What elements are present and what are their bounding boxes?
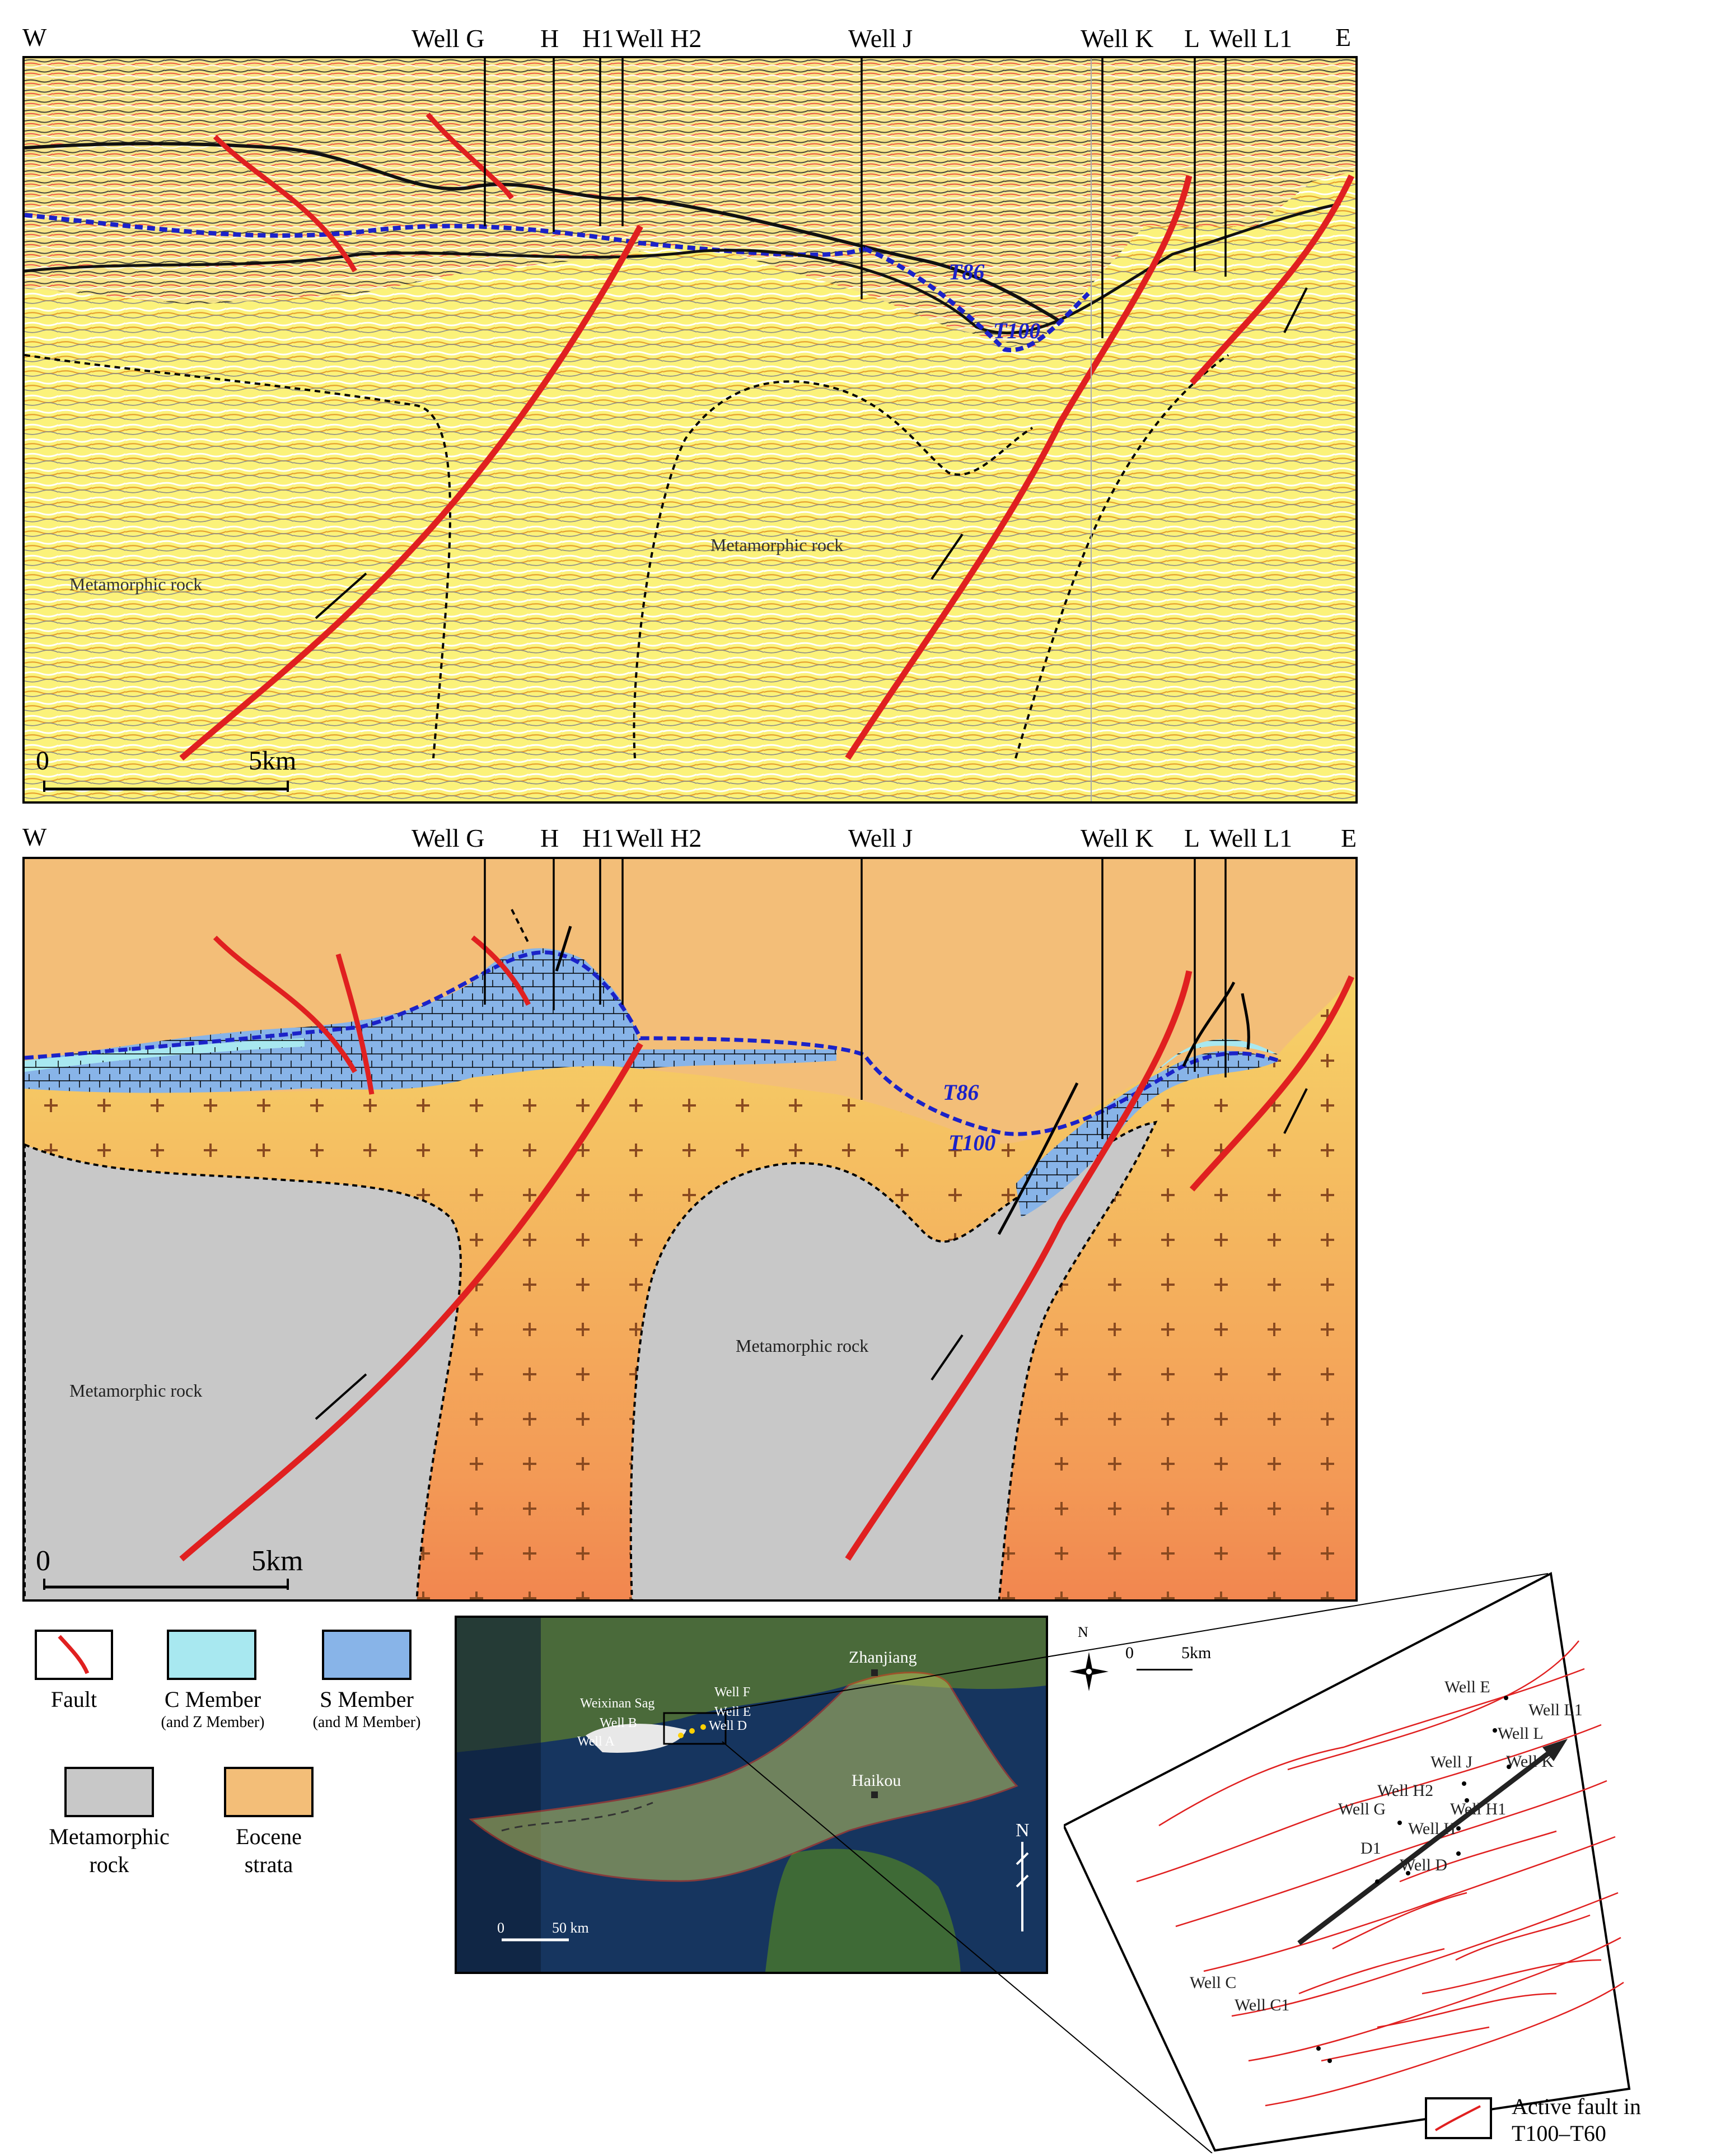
well-h-label: H <box>540 24 559 53</box>
sat-well-b: Well B <box>600 1716 637 1730</box>
fm-well-h: Well H <box>1408 1819 1456 1838</box>
well-j-label: Well J <box>848 24 913 53</box>
seismic-image: T86 T100 Metamorphic rock Metamorphic ro… <box>25 58 1355 801</box>
legend-eocene-2: strata <box>244 1852 293 1877</box>
geologic-section: T86 T100 Metamorphic rock Metamo <box>22 857 1358 1602</box>
seismic-scale-zero: 0 <box>36 746 49 776</box>
legend-c-member-swatch <box>167 1630 256 1680</box>
sat-north-label: N <box>1016 1820 1030 1841</box>
compass-rose-icon <box>1064 1646 1114 1697</box>
geo-well-l-label: L <box>1184 824 1200 852</box>
well-h2-label: Well H2 <box>616 24 702 53</box>
geo-well-g-label: Well G <box>412 824 485 852</box>
satellite-map: Zhanjiang Haikou Weixinan Sag Well F Wel… <box>455 1616 1048 1974</box>
well-l1-label: Well L1 <box>1209 24 1293 53</box>
legend-s-member-sub: (and M Member) <box>312 1714 421 1731</box>
geo-t100-label: T100 <box>948 1130 995 1155</box>
fm-well-e: Well E <box>1444 1678 1490 1696</box>
fm-d1: D1 <box>1360 1839 1381 1858</box>
geo-meta-mid: Metamorphic rock <box>736 1336 868 1356</box>
geo-t86-label: T86 <box>943 1080 979 1105</box>
legend-fault-label: Fault <box>50 1687 97 1712</box>
seismic-meta-left: Metamorphic rock <box>69 574 202 594</box>
fault-map-svg: Well E Well L1 Well L Well J Well K Well… <box>1062 1571 1631 2152</box>
legend-fault-swatch <box>35 1630 113 1680</box>
seismic-meta-mid: Metamorphic rock <box>710 535 843 555</box>
weixinan-sag-label: Weixinan Sag <box>580 1696 654 1711</box>
fault-map: Well E Well L1 Well L Well J Well K Well… <box>1062 1568 1635 2153</box>
fm-well-c: Well C <box>1190 1973 1236 1992</box>
seismic-section: T86 T100 Metamorphic rock Metamorphic ro… <box>22 56 1358 804</box>
legend-eocene-1: Eocene <box>236 1824 302 1849</box>
east-label: E <box>1335 23 1352 52</box>
fm-well-l: Well L <box>1498 1724 1544 1743</box>
haikou-label: Haikou <box>852 1771 901 1790</box>
geo-well-h-label: H <box>540 824 559 852</box>
active-fault-legend-line2: T100–T60 <box>1512 2121 1606 2146</box>
compass-n-label: N <box>1078 1624 1088 1640</box>
legend-metamorphic-swatch <box>64 1767 154 1817</box>
sat-scale-50km: 50 km <box>552 1920 589 1936</box>
geo-well-l1-label: Well L1 <box>1209 824 1293 852</box>
active-fault-icon <box>1434 2105 1481 2131</box>
legend-c-member-label: C Member <box>164 1687 261 1712</box>
compass-scale-bar <box>1137 1669 1193 1670</box>
legend-eocene-swatch <box>224 1767 314 1817</box>
fm-well-g: Well G <box>1338 1800 1386 1818</box>
seismic-t86-label: T86 <box>948 259 984 284</box>
geo-east-label: E <box>1341 824 1357 852</box>
fm-well-j: Well J <box>1430 1753 1472 1771</box>
sat-well-a: Well A <box>577 1734 615 1749</box>
fault-line-icon <box>58 1635 90 1674</box>
zhanjiang-label: Zhanjiang <box>849 1648 917 1667</box>
well-h1-label: H1 <box>582 24 614 53</box>
geo-west-label: W <box>22 823 47 851</box>
fm-well-k: Well K <box>1506 1752 1554 1771</box>
active-fault-legend-swatch <box>1425 2097 1492 2139</box>
legend-c-member-sub: (and Z Member) <box>161 1714 265 1731</box>
legend-meta-2: rock <box>89 1852 129 1877</box>
well-k-label: Well K <box>1081 24 1154 53</box>
fm-well-h2: Well H2 <box>1377 1781 1433 1800</box>
geo-well-k-label: Well K <box>1081 824 1154 852</box>
sat-scale-zero: 0 <box>497 1920 504 1936</box>
legend-s-member-swatch <box>322 1630 412 1680</box>
compass-scale-zero: 0 <box>1125 1644 1134 1662</box>
active-fault-legend-line1: Active fault in <box>1512 2094 1642 2119</box>
legend-s-member-label: S Member <box>320 1687 414 1712</box>
seismic-t100-label: T100 <box>993 318 1040 343</box>
geo-scale-zero: 0 <box>36 1545 50 1577</box>
geo-well-j-label: Well J <box>848 824 913 852</box>
fm-well-h1: Well H1 <box>1450 1800 1506 1818</box>
satellite-image: Zhanjiang Haikou Weixinan Sag Well F Wel… <box>457 1618 1046 1972</box>
fm-well-d: Well D <box>1400 1856 1447 1874</box>
well-g-label: Well G <box>412 24 485 53</box>
legend-meta-1: Metamorphic <box>49 1824 170 1849</box>
geo-well-h1-label: H1 <box>582 824 614 852</box>
compass-scale-5km: 5km <box>1181 1644 1212 1662</box>
sat-well-d: Well D <box>709 1719 747 1733</box>
seismic-scale-5km: 5km <box>249 746 296 776</box>
west-label: W <box>22 23 47 52</box>
geo-scale-5km: 5km <box>251 1545 303 1577</box>
geologic-cross-section: T86 T100 Metamorphic rock Metamo <box>25 859 1355 1599</box>
fm-well-c1: Well C1 <box>1235 1996 1289 2014</box>
north-arrow-icon <box>1016 1842 1029 1931</box>
fm-well-l1: Well L1 <box>1528 1701 1583 1719</box>
geo-well-h2-label: Well H2 <box>616 824 702 852</box>
geo-meta-left: Metamorphic rock <box>69 1380 202 1401</box>
sat-well-f: Well F <box>714 1685 750 1700</box>
well-l-label: L <box>1184 24 1200 53</box>
